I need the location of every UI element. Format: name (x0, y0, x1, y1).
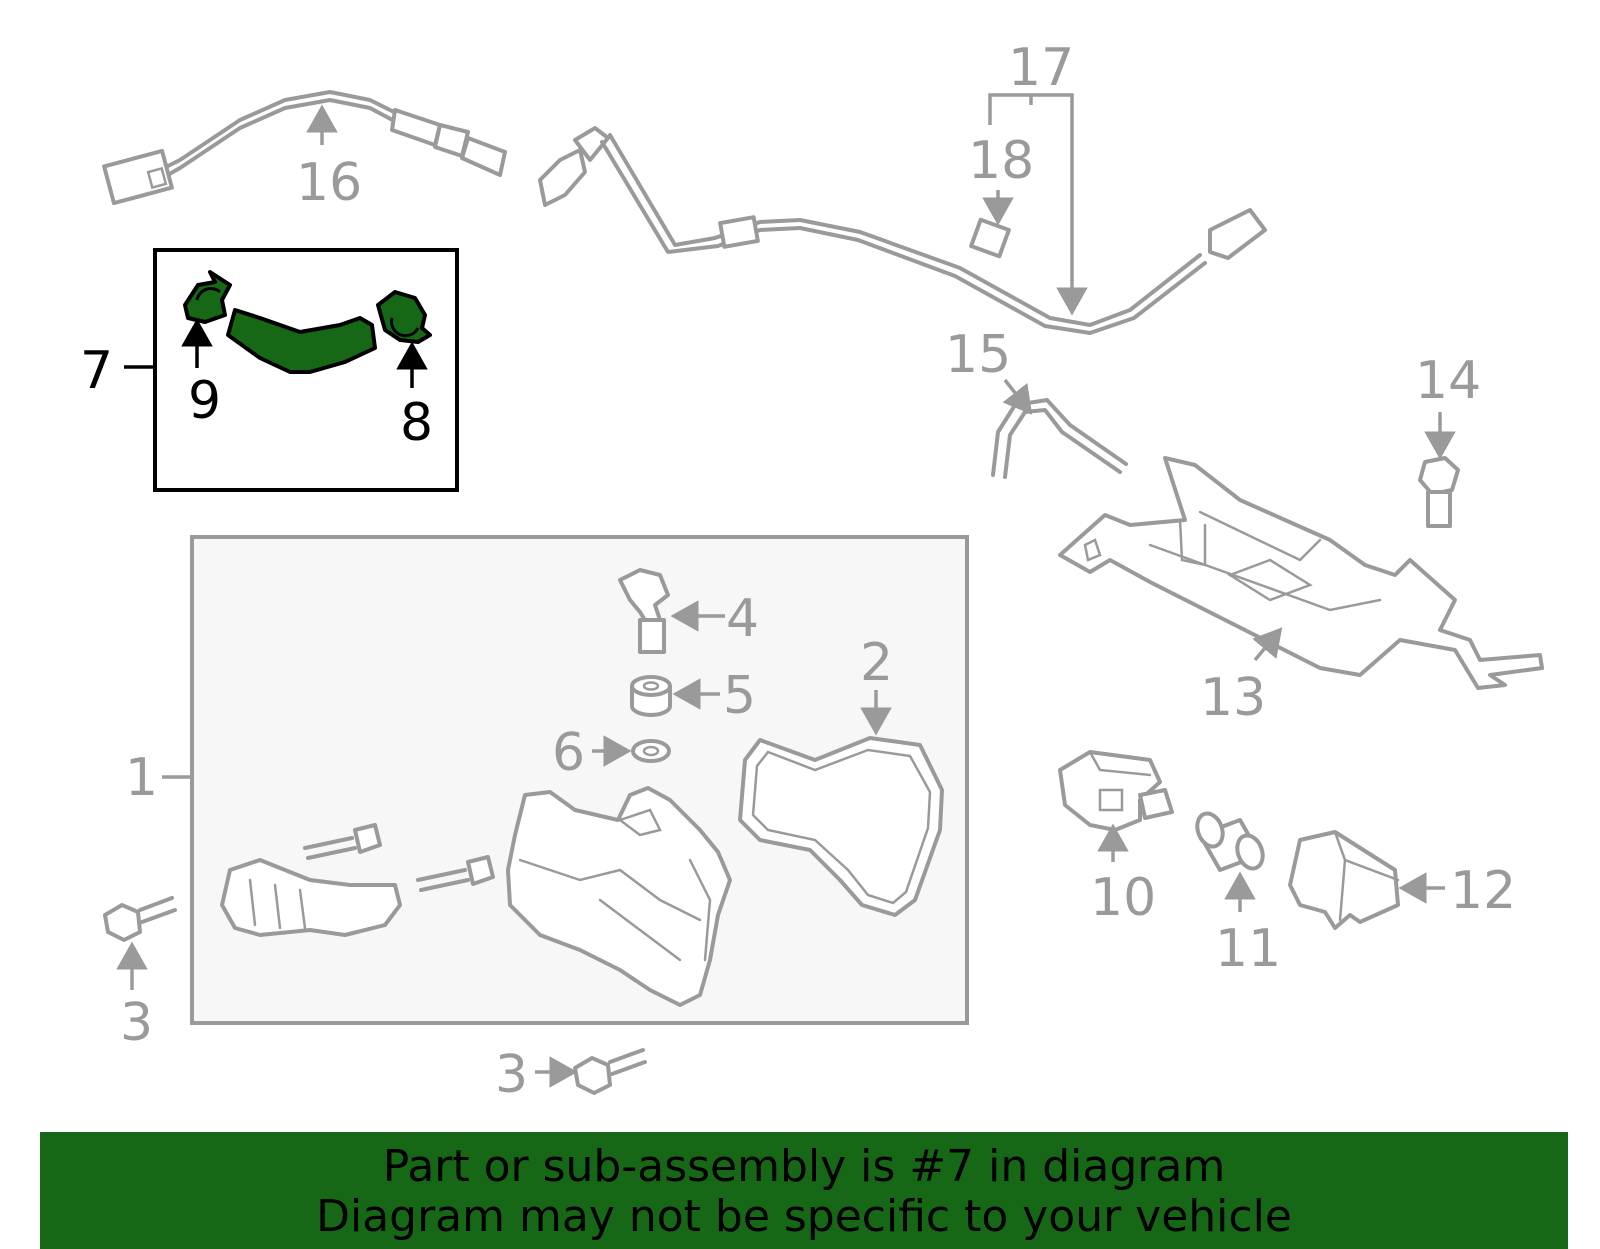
callout-18: 18 (968, 131, 1034, 191)
banner-line-1: Part or sub-assembly is #7 in diagram (382, 1141, 1226, 1192)
callout-6: 6 (552, 723, 585, 783)
callout-17: 17 (1008, 38, 1074, 98)
callout-16: 16 (296, 153, 362, 213)
washer-6 (631, 739, 671, 763)
bolt-inner-a (303, 823, 382, 860)
callout-14: 14 (1415, 351, 1481, 411)
callout-3-left: 3 (120, 993, 153, 1053)
cover (506, 786, 732, 1007)
banner-line-2: Diagram may not be specific to your vehi… (316, 1191, 1292, 1242)
grommet-5 (630, 675, 672, 717)
oxygen-sensor-16 (102, 90, 507, 206)
part-7-box (153, 248, 459, 492)
bolt-14 (1418, 456, 1460, 528)
callout-9: 9 (188, 371, 221, 431)
callout-11: 11 (1215, 919, 1281, 979)
callout-2: 2 (860, 633, 893, 693)
callout-10: 10 (1090, 868, 1156, 928)
callout-13: 13 (1200, 668, 1266, 728)
bolt-3-left (103, 896, 177, 942)
bolt-3-bottom (573, 1048, 647, 1095)
callout-4: 4 (726, 589, 759, 649)
info-banner: Part or sub-assembly is #7 in diagram Di… (40, 1132, 1568, 1249)
callout-7: 7 (80, 341, 113, 401)
callout-15: 15 (945, 325, 1011, 385)
valve-10 (1058, 750, 1174, 832)
gasket-2 (738, 736, 944, 917)
callout-12: 12 (1450, 861, 1516, 921)
bolt-inner-b (416, 855, 495, 892)
module-12 (1288, 830, 1400, 930)
assembly-1-box (190, 535, 969, 1025)
callout-1: 1 (125, 748, 158, 808)
callout-labels: 1 2 3 3 4 5 6 7 8 9 10 11 12 13 14 15 16… (80, 38, 1516, 1105)
hose-7 (226, 308, 377, 374)
callout-3-bottom: 3 (495, 1045, 528, 1105)
clamp-8 (376, 290, 432, 344)
callout-5: 5 (723, 666, 756, 726)
sensor-4 (618, 568, 670, 654)
leader-lines (116, 93, 1456, 1088)
oxygen-sensor-17 (538, 126, 1267, 335)
hose-15 (991, 398, 1128, 479)
callout-8: 8 (400, 393, 433, 453)
bracket (220, 858, 402, 937)
filter-11 (1195, 811, 1265, 872)
bracket-13 (1058, 456, 1544, 690)
